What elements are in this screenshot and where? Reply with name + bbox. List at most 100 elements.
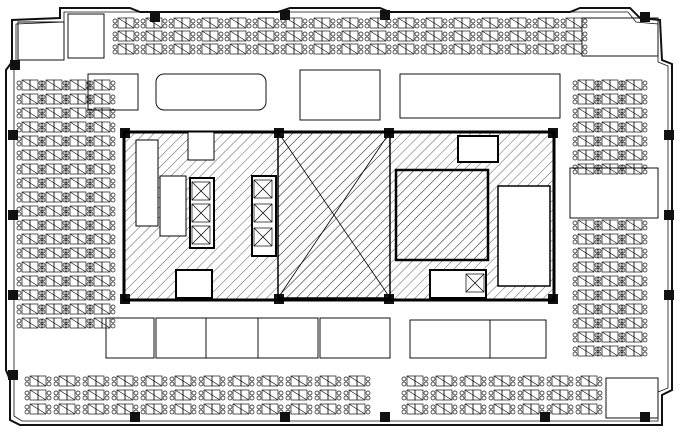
desk-cluster [64, 261, 92, 273]
desk-cluster [88, 233, 116, 245]
desk-cluster [40, 177, 68, 189]
desk-cluster [64, 303, 92, 315]
desk-cluster [430, 375, 458, 387]
desk-cluster [256, 389, 284, 401]
desk-cluster [285, 375, 313, 387]
desk-cluster [572, 261, 600, 273]
desk-cluster [596, 247, 624, 259]
desk-cluster [140, 389, 168, 401]
desk-cluster [224, 17, 252, 29]
desk-cluster [392, 30, 420, 42]
desk-cluster [620, 93, 648, 105]
desk-cluster [343, 403, 371, 415]
desk-cluster [488, 389, 516, 401]
desk-cluster [64, 107, 92, 119]
desk-cluster [40, 191, 68, 203]
desk-cluster [596, 289, 624, 301]
desk-cluster [16, 93, 44, 105]
desk-cluster [546, 403, 574, 415]
desk-cluster [546, 375, 574, 387]
desk-cluster [64, 247, 92, 259]
desk-cluster [314, 403, 342, 415]
desk-cluster [64, 275, 92, 287]
desk-cluster [16, 79, 44, 91]
desk-cluster [168, 43, 196, 55]
desk-cluster [88, 275, 116, 287]
desk-cluster [88, 303, 116, 315]
desk-cluster [16, 317, 44, 329]
desk-cluster [448, 43, 476, 55]
desk-cluster [517, 375, 545, 387]
desk-cluster [88, 93, 116, 105]
desk-cluster [572, 289, 600, 301]
desk-cluster [169, 403, 197, 415]
column [540, 412, 550, 422]
desk-cluster [252, 30, 280, 42]
desk-cluster [64, 149, 92, 161]
desk-cluster [476, 43, 504, 55]
desk-cluster [364, 43, 392, 55]
desk-cluster [16, 191, 44, 203]
desk-cluster [224, 30, 252, 42]
desk-cluster [476, 30, 504, 42]
desk-cluster [88, 205, 116, 217]
desk-cluster [64, 233, 92, 245]
desk-cluster [16, 261, 44, 273]
desk-cluster [198, 403, 226, 415]
desk-cluster [112, 17, 140, 29]
desk-cluster [16, 275, 44, 287]
column [380, 10, 390, 20]
desk-cluster [572, 121, 600, 133]
column [8, 130, 18, 140]
desk-cluster [572, 219, 600, 231]
desk-cluster [88, 219, 116, 231]
desk-cluster [111, 403, 139, 415]
desk-cluster [488, 375, 516, 387]
desk-cluster [280, 43, 308, 55]
desk-cluster [420, 30, 448, 42]
desk-cluster [64, 121, 92, 133]
desk-cluster [196, 17, 224, 29]
desk-cluster [169, 375, 197, 387]
desk-cluster [517, 389, 545, 401]
desk-cluster [53, 375, 81, 387]
desk-cluster [16, 247, 44, 259]
desk-cluster [596, 303, 624, 315]
desk-cluster [16, 303, 44, 315]
restroom [457, 135, 499, 163]
desk-cluster [256, 403, 284, 415]
column [8, 290, 18, 300]
desk-cluster [40, 289, 68, 301]
desk-cluster [430, 403, 458, 415]
column [8, 370, 18, 380]
desk-cluster [532, 30, 560, 42]
desk-cluster [620, 289, 648, 301]
desk-cluster [620, 135, 648, 147]
desk-cluster [364, 30, 392, 42]
desk-cluster [285, 403, 313, 415]
column [664, 210, 674, 220]
desk-cluster [596, 163, 624, 175]
desk-cluster [224, 43, 252, 55]
column [280, 10, 290, 20]
desk-cluster [620, 149, 648, 161]
desk-cluster [620, 121, 648, 133]
stair-west [135, 139, 159, 227]
desk-cluster [596, 317, 624, 329]
column [640, 12, 650, 22]
desk-cluster [280, 17, 308, 29]
desk-cluster [308, 43, 336, 55]
desk-cluster [198, 389, 226, 401]
desk-cluster [16, 107, 44, 119]
desk-cluster [64, 79, 92, 91]
desk-cluster [198, 375, 226, 387]
desk-cluster [169, 389, 197, 401]
desk-cluster [88, 247, 116, 259]
desk-cluster [596, 135, 624, 147]
desk-cluster [16, 149, 44, 161]
desk-cluster [620, 163, 648, 175]
desk-cluster [560, 43, 588, 55]
desk-cluster [16, 163, 44, 175]
desk-cluster [16, 219, 44, 231]
